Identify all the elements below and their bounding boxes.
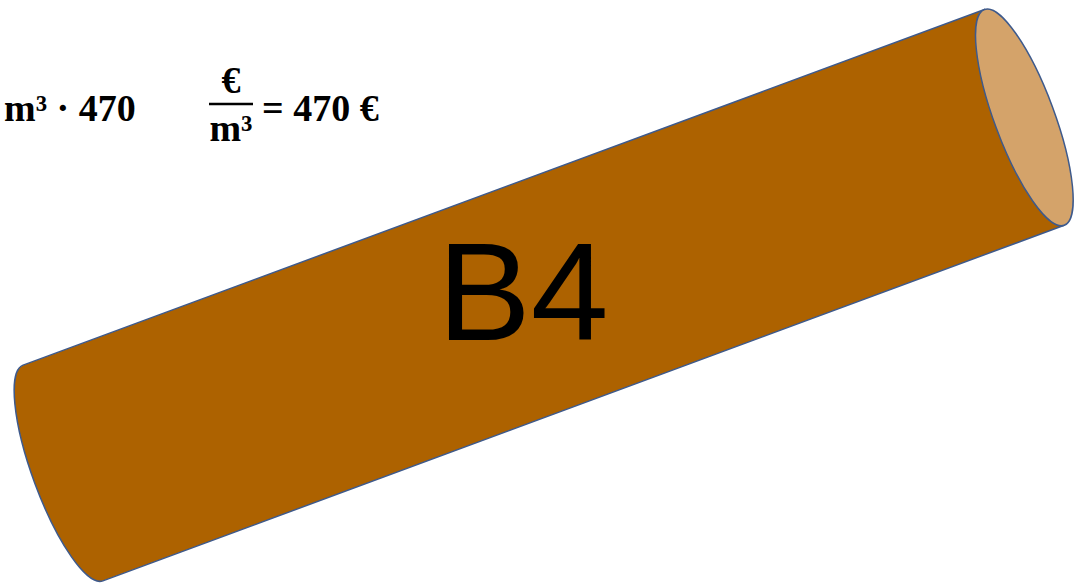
formula-part: € bbox=[222, 61, 241, 99]
formula-part: m³ bbox=[209, 109, 252, 147]
cylinder-end bbox=[956, 0, 1076, 236]
fraction-bar bbox=[209, 103, 253, 106]
log-label: B4 bbox=[437, 222, 608, 362]
formula-part: m³ · 470 bbox=[4, 89, 136, 127]
formula-part: = 470 € bbox=[262, 89, 379, 127]
cylinder-body bbox=[0, 10, 1064, 583]
